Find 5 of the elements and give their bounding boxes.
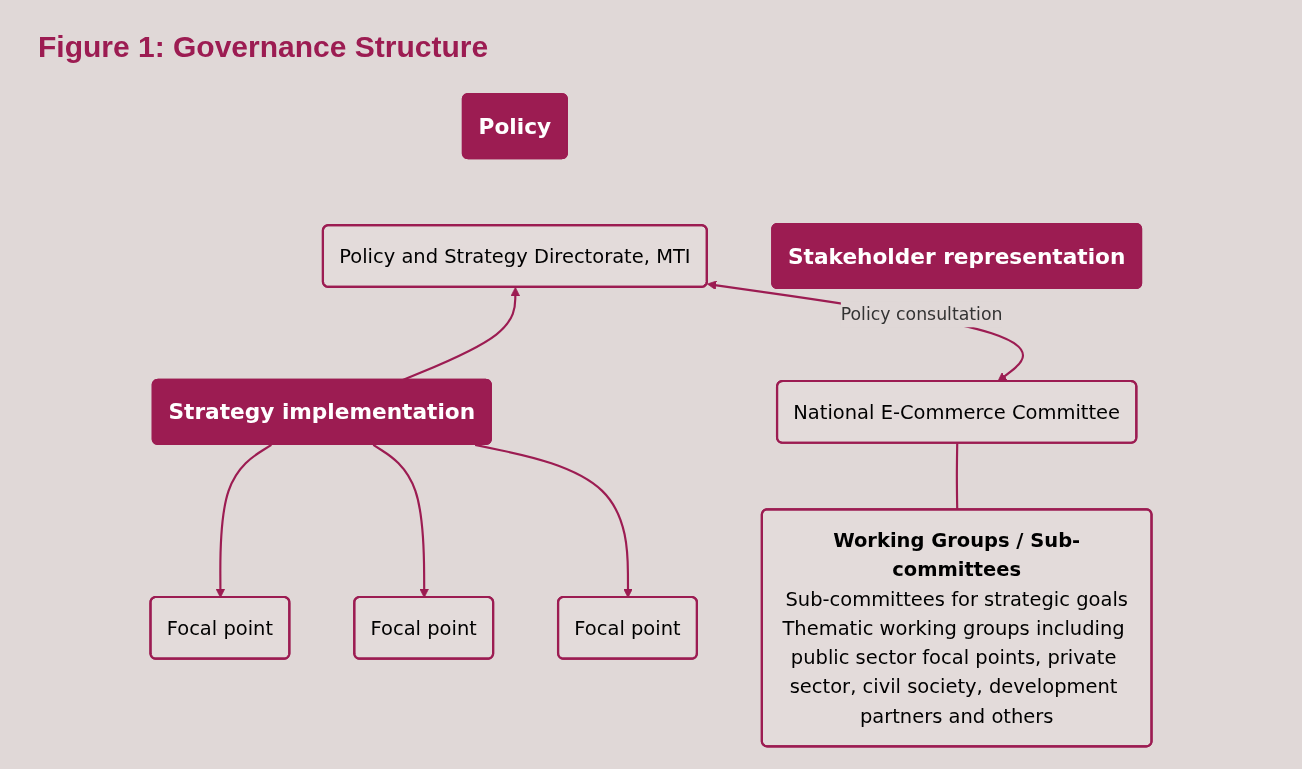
- arrow: [402, 286, 521, 381]
- edge-label: Policy consultation: [840, 303, 1003, 325]
- arrow: [707, 280, 1024, 382]
- connector: [955, 443, 959, 510]
- figure-title: Figure 1: Governance Structure: [38, 30, 489, 64]
